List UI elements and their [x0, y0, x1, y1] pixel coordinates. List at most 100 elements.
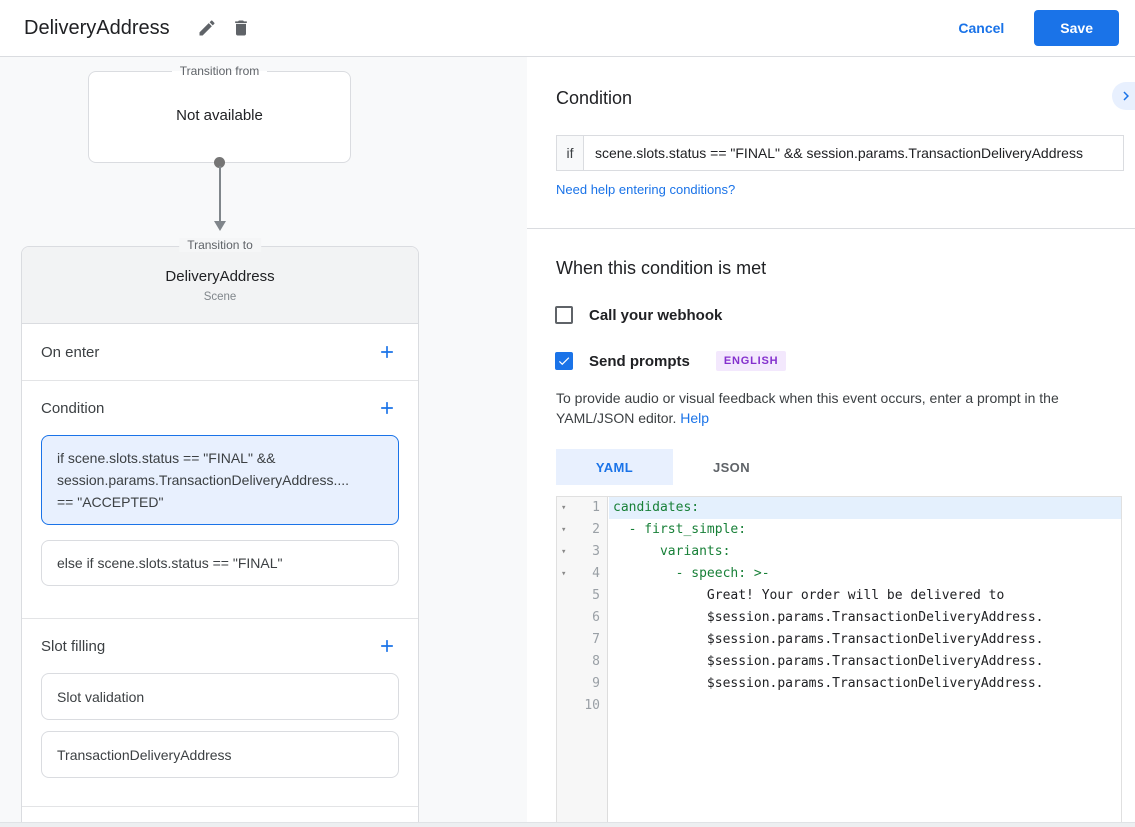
- gutter-cell: 10: [557, 695, 609, 717]
- transition-from-legend: Transition from: [179, 64, 260, 78]
- add-condition-button[interactable]: [375, 396, 399, 420]
- gutter-cell: ▾1: [557, 497, 609, 519]
- plus-icon: [381, 640, 393, 652]
- collapse-panel-button[interactable]: [1112, 82, 1135, 110]
- code-text[interactable]: [609, 695, 1121, 717]
- page-title: DeliveryAddress: [24, 16, 170, 39]
- chevron-right-icon: [1123, 91, 1129, 101]
- plus-icon: [381, 402, 393, 414]
- gutter-cell: 8: [557, 651, 609, 673]
- plus-icon: [381, 346, 393, 358]
- condition-header-row: Condition: [22, 381, 418, 435]
- gutter-cell: 6: [557, 607, 609, 629]
- conditions-help-link[interactable]: Need help entering conditions?: [556, 182, 736, 197]
- code-text[interactable]: variants:: [613, 544, 731, 559]
- flow-arrow-connector: [213, 157, 226, 233]
- slot-card[interactable]: TransactionDeliveryAddress: [41, 731, 399, 778]
- code-line: 8 $session.params.TransactionDeliveryAdd…: [557, 651, 1121, 673]
- code-text[interactable]: - first_simple:: [613, 522, 747, 537]
- fold-arrow-icon[interactable]: ▾: [561, 569, 567, 579]
- send-prompts-checkbox[interactable]: [555, 352, 573, 370]
- scene-card: DeliveryAddress Scene On enter Condition: [21, 246, 419, 822]
- send-prompts-label: Send prompts: [589, 352, 690, 370]
- fold-arrow-icon[interactable]: ▾: [561, 503, 567, 513]
- condition-card[interactable]: else if scene.slots.status == "FINAL": [41, 540, 399, 586]
- tab-yaml[interactable]: YAML: [556, 449, 673, 485]
- section-divider: [527, 228, 1135, 229]
- transition-to-legend: Transition to: [179, 238, 261, 252]
- top-bar: DeliveryAddress Cancel Save: [0, 0, 1135, 57]
- call-webhook-label: Call your webhook: [589, 306, 723, 324]
- send-prompts-row: Send prompts ENGLISH: [555, 351, 1135, 371]
- connector-dot: [214, 157, 225, 168]
- tab-json[interactable]: JSON: [673, 449, 790, 485]
- custom-intent-row[interactable]: Custom intent handling: [22, 807, 418, 822]
- edit-scene-button[interactable]: [190, 11, 224, 45]
- edit-pencil-icon: [199, 20, 215, 36]
- condition-expression-input[interactable]: [583, 135, 1124, 171]
- prompt-help-link[interactable]: Help: [680, 410, 710, 426]
- cancel-button[interactable]: Cancel: [958, 20, 1005, 36]
- transition-from-box: Transition from Not available: [88, 64, 351, 163]
- code-text[interactable]: $session.params.TransactionDeliveryAddre…: [613, 632, 1044, 647]
- code-text[interactable]: $session.params.TransactionDeliveryAddre…: [613, 654, 1044, 669]
- condition-card-list: if scene.slots.status == "FINAL" &&sessi…: [22, 435, 418, 586]
- code-text[interactable]: Great! Your order will be delivered to: [613, 588, 1005, 603]
- gutter-cell: 9: [557, 673, 609, 695]
- editor-gutter: [557, 497, 608, 822]
- condition-panel-title: Condition: [556, 88, 633, 108]
- scene-type-label: Scene: [203, 290, 237, 303]
- condition-detail-panel: Condition if Need help entering conditio…: [527, 57, 1135, 822]
- gutter-cell: 7: [557, 629, 609, 651]
- scene-card-header[interactable]: DeliveryAddress Scene: [22, 247, 418, 324]
- code-text[interactable]: $session.params.TransactionDeliveryAddre…: [613, 676, 1044, 691]
- bottom-scrollbar-track[interactable]: [0, 822, 1135, 827]
- gutter-cell: ▾4: [557, 563, 609, 585]
- save-button[interactable]: Save: [1034, 10, 1119, 46]
- on-enter-label: On enter: [41, 343, 100, 361]
- trash-icon: [234, 20, 247, 36]
- code-line: 5 Great! Your order will be delivered to: [557, 585, 1121, 607]
- slot-filling-label: Slot filling: [41, 637, 106, 655]
- code-line: ▾4 - speech: >-: [557, 563, 1121, 585]
- slot-filling-header-row: Slot filling: [22, 619, 418, 673]
- condition-card[interactable]: if scene.slots.status == "FINAL" &&sessi…: [41, 435, 399, 525]
- condition-expression-row: if: [556, 135, 1124, 171]
- topbar-actions: Cancel Save: [958, 10, 1119, 46]
- line-number: 4: [592, 566, 600, 581]
- scene-name: DeliveryAddress: [165, 267, 275, 285]
- code-text[interactable]: $session.params.TransactionDeliveryAddre…: [613, 610, 1044, 625]
- language-badge: ENGLISH: [715, 351, 787, 371]
- delete-scene-button[interactable]: [224, 11, 258, 45]
- fold-arrow-icon[interactable]: ▾: [561, 547, 567, 557]
- flow-panel: Transition from Not available Transition…: [0, 57, 527, 822]
- code-line: 9 $session.params.TransactionDeliveryAdd…: [557, 673, 1121, 695]
- gutter-cell: ▾2: [557, 519, 609, 541]
- line-number: 8: [592, 654, 600, 669]
- call-webhook-checkbox[interactable]: [555, 306, 573, 324]
- webhook-row: Call your webhook: [555, 306, 1135, 324]
- line-number: 2: [592, 522, 600, 537]
- line-number: 9: [592, 676, 600, 691]
- code-text[interactable]: - speech: >-: [613, 566, 770, 581]
- code-line: 10: [557, 695, 1121, 717]
- fold-arrow-icon[interactable]: ▾: [561, 525, 567, 535]
- gutter-cell: 5: [557, 585, 609, 607]
- arrow-down-icon: [213, 221, 226, 231]
- add-slot-button[interactable]: [375, 634, 399, 658]
- transition-to-wrap: Transition to DeliveryAddress Scene On e…: [21, 237, 419, 822]
- on-enter-row[interactable]: On enter: [22, 324, 418, 381]
- condition-met-title: When this condition is met: [556, 258, 767, 278]
- if-prefix-label: if: [556, 135, 584, 171]
- slot-card[interactable]: Slot validation: [41, 673, 399, 720]
- condition-section-label: Condition: [41, 399, 105, 417]
- prompt-hint: To provide audio or visual feedback when…: [556, 388, 1124, 428]
- add-on-enter-button[interactable]: [375, 340, 399, 364]
- code-text[interactable]: candidates:: [609, 497, 1121, 519]
- code-line: 7 $session.params.TransactionDeliveryAdd…: [557, 629, 1121, 651]
